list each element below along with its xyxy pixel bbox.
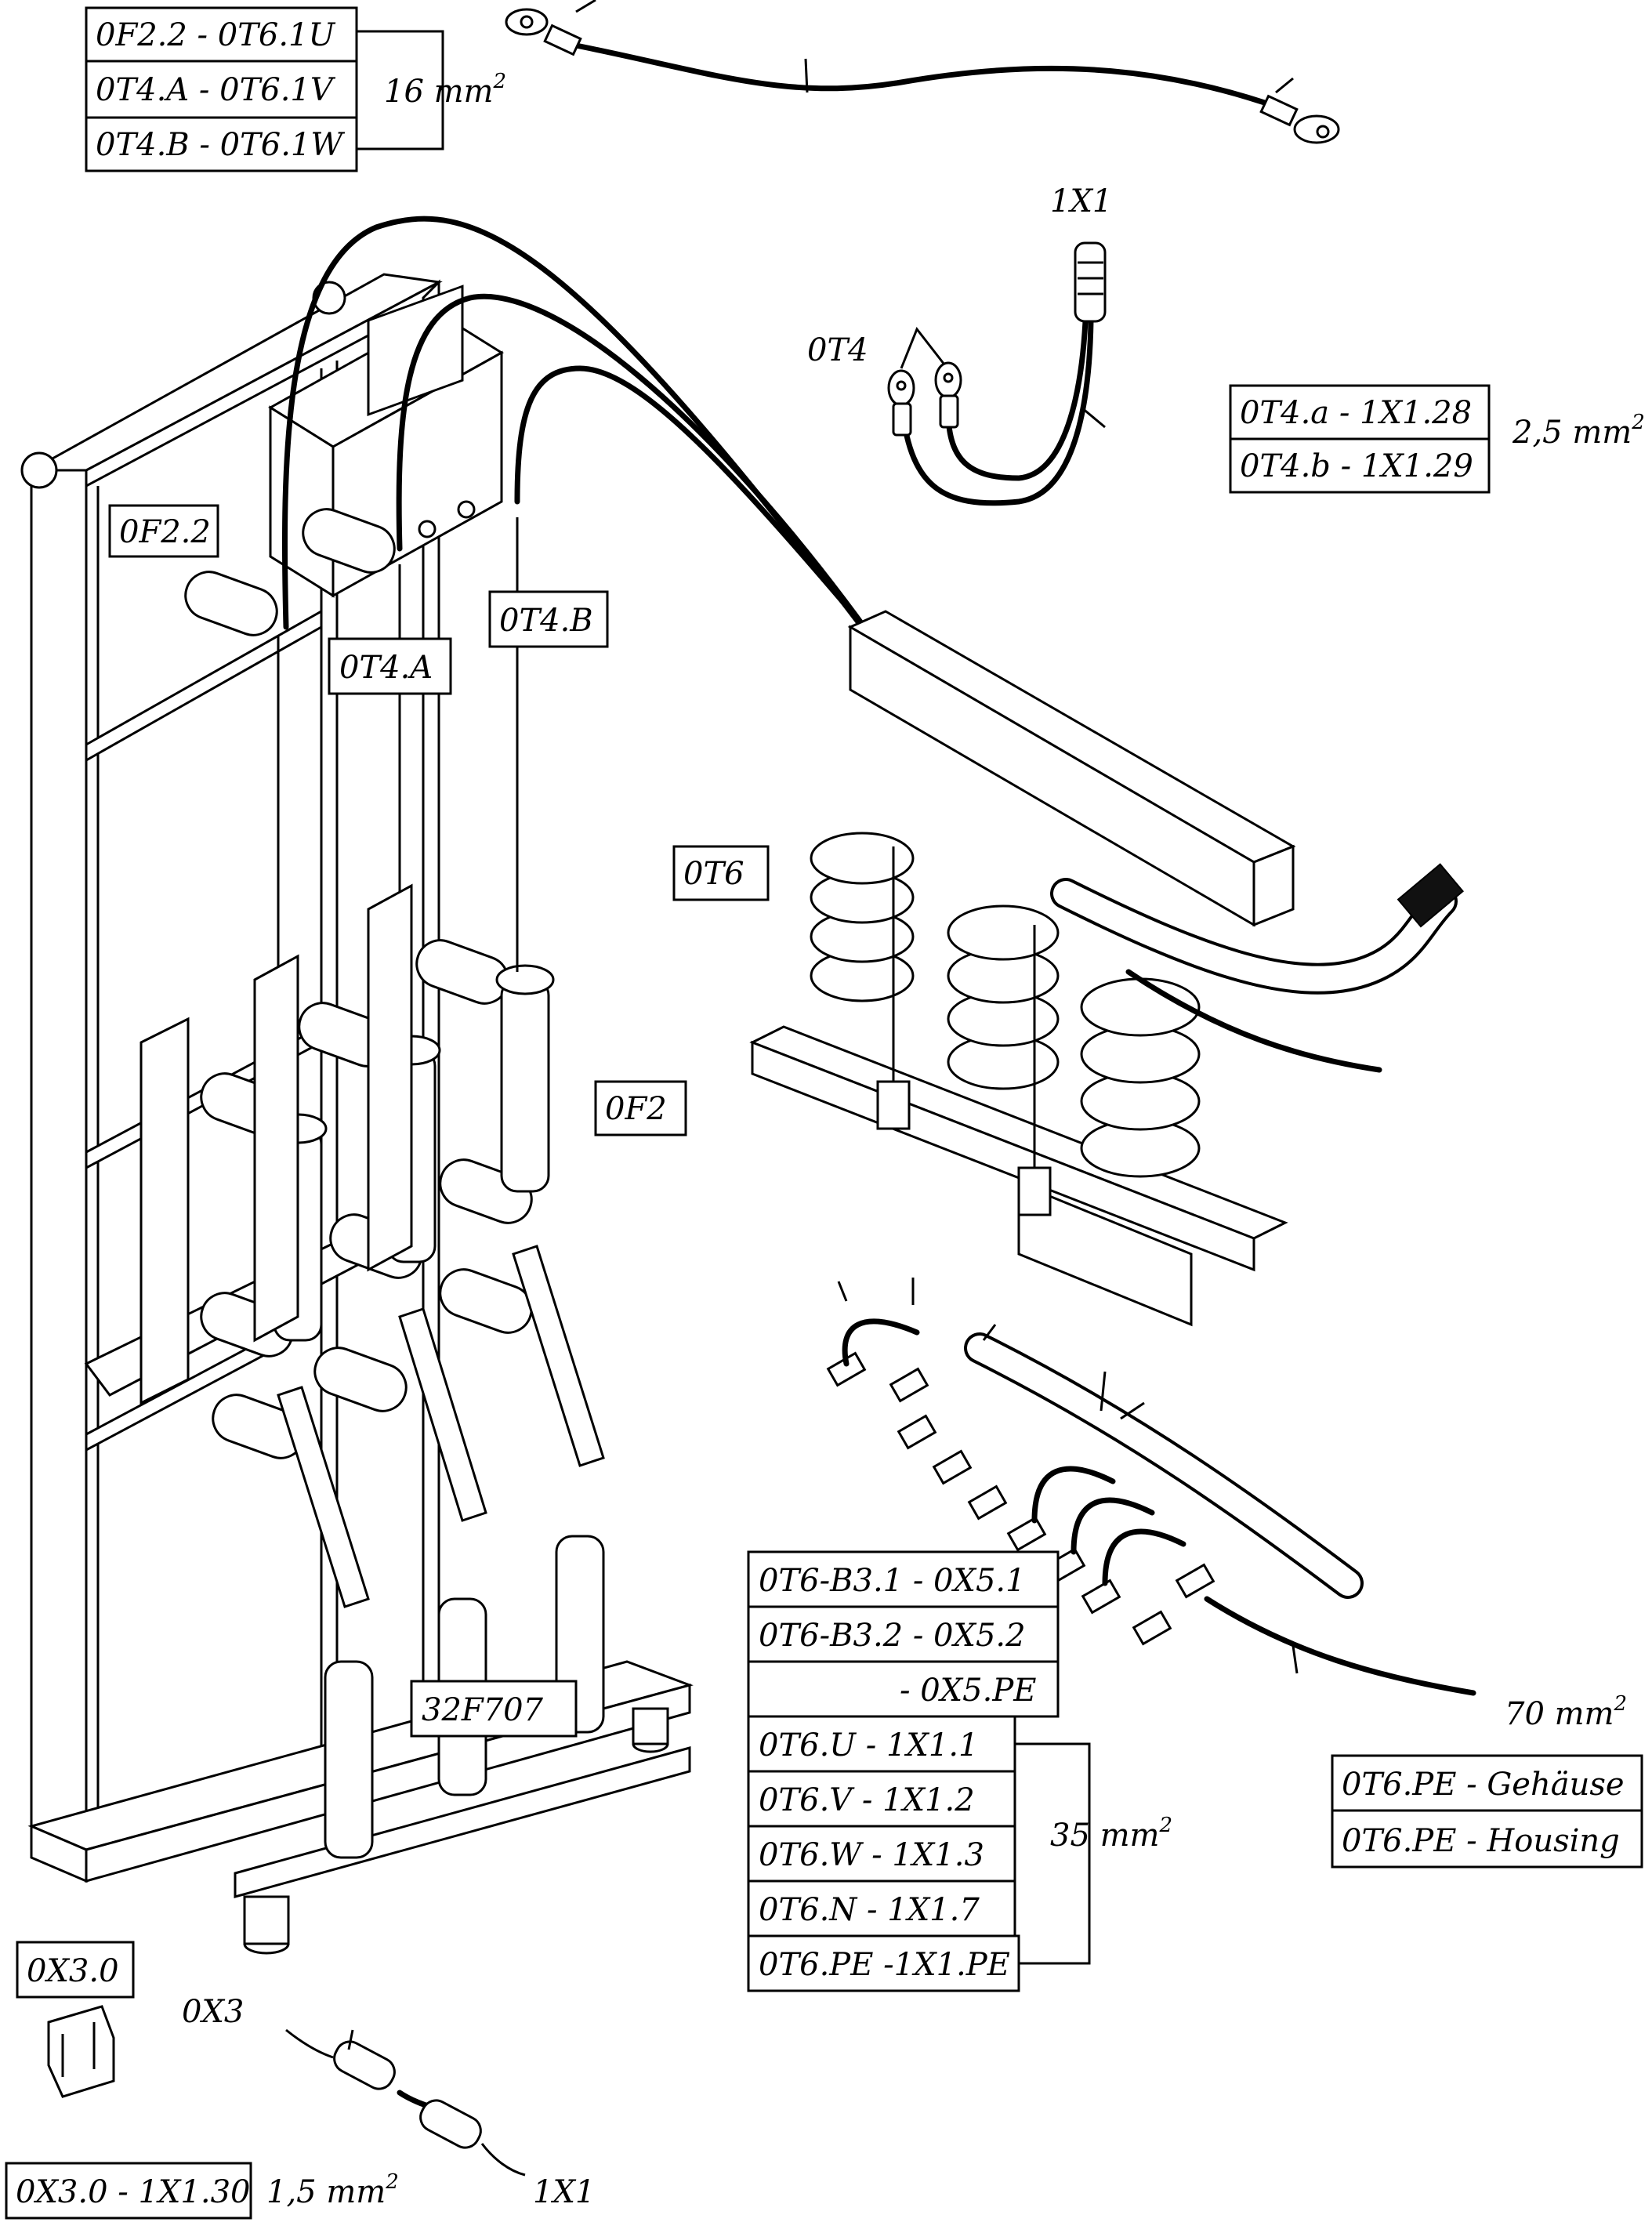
t4-size-label: 2,5 mm2 (1512, 411, 1645, 451)
0t6-transformer-illustration (749, 610, 1465, 1327)
pe-table-row-2: 0T6.PE - Housing (1342, 1823, 1620, 1859)
label-0t4: 0T4 (807, 332, 868, 368)
b-table-row-3: - 0X5.PE (900, 1673, 1036, 1709)
label-0x3: 0X3 (182, 1994, 244, 2030)
t4-table-row-1: 0T4.a - 1X1.28 (1240, 395, 1472, 431)
terminal-detail-illustration (826, 1278, 1476, 1696)
p-table-row-3: 0T6.W - 1X1.3 (759, 1837, 984, 1873)
terminal-studs (826, 1351, 1215, 1646)
label-0t6-box: 0T6 (672, 845, 770, 901)
top-cable-illustration (505, 0, 1340, 144)
label-1x1-bottom: 1X1 (533, 2174, 595, 2210)
label-0t4-table: 0T4.a - 1X1.28 0T4.b - 1X1.29 2,5 mm2 (1229, 384, 1645, 494)
b-table-row-1: 0T6-B3.1 - 0X5.1 (759, 1563, 1026, 1599)
label-0x3-0-box: 0X3.0 (16, 1941, 135, 1999)
coil-v (947, 904, 1060, 1090)
0x3-terminal-illustration (47, 2005, 115, 2098)
b-table-row-2: 0T6-B3.2 - 0X5.2 (759, 1618, 1026, 1654)
x30-table-row: 0X3.0 - 1X1.30 (16, 2174, 250, 2210)
p-table-row-5: 0T6.PE -1X1.PE (759, 1947, 1010, 1983)
label-0f2-2: 0F2.2 (119, 514, 211, 550)
pe-table-row-1: 0T6.PE - Gehäuse (1342, 1767, 1625, 1803)
p-table-row-2: 0T6.V - 1X1.2 (759, 1782, 975, 1818)
label-1x1-top: 1X1 (1050, 183, 1112, 219)
p-table-row-4: 0T6.N - 1X1.7 (759, 1892, 980, 1928)
p-table-row-1: 0T6.U - 1X1.1 (759, 1727, 979, 1763)
label-0t6: 0T6 (683, 856, 744, 892)
top-table-row-2: 0T4.A - 0T6.1V (96, 72, 336, 108)
label-top-table: 0F2.2 - 0T6.1U 0T4.A - 0T6.1V 0T4.B - 0T… (85, 6, 506, 172)
x30-size-label: 1,5 mm2 (266, 2170, 399, 2210)
pe-size-label: 70 mm2 (1505, 1692, 1627, 1732)
label-0t4-b: 0T4.B (499, 603, 593, 639)
fuse-assembly-illustration (139, 508, 605, 1859)
0x3-cable-illustration (285, 2028, 526, 2177)
top-table-row-1: 0F2.2 - 0T6.1U (96, 17, 336, 53)
label-0f2-2-box: 0F2.2 (108, 504, 219, 558)
label-0t4-a-box: 0T4.A (328, 637, 452, 695)
label-0x3-0-table: 0X3.0 - 1X1.30 1,5 mm2 (5, 2162, 399, 2220)
label-0t4-a: 0T4.A (339, 650, 433, 686)
label-0f2-box: 0F2 (594, 1080, 687, 1136)
main-cables-illustration (281, 216, 881, 646)
p-size-label: 35 mm2 (1050, 1814, 1172, 1854)
0t4-wire-illustration (887, 241, 1107, 506)
coil-u (810, 832, 915, 1002)
t4-table-row-2: 0T4.b - 1X1.29 (1240, 448, 1473, 484)
coil-w (1080, 977, 1201, 1178)
top-table-row-3: 0T4.B - 0T6.1W (96, 127, 345, 163)
label-32f707-box: 32F707 (410, 1680, 578, 1738)
label-0x3-0: 0X3.0 (27, 1953, 119, 1989)
label-pe-table: 0T6.PE - Gehäuse 0T6.PE - Housing (1331, 1754, 1643, 1869)
label-32f707: 32F707 (422, 1692, 544, 1728)
label-0f2: 0F2 (605, 1091, 667, 1127)
label-b-table: 0T6-B3.1 - 0X5.1 0T6-B3.2 - 0X5.2 - 0X5.… (747, 1550, 1060, 1718)
top-size-label: 16 mm2 (384, 70, 506, 110)
label-p-table: 0T6.U - 1X1.1 0T6.V - 1X1.2 0T6.W - 1X1.… (747, 1715, 1172, 1992)
label-0t4-b-box: 0T4.B (488, 590, 609, 648)
